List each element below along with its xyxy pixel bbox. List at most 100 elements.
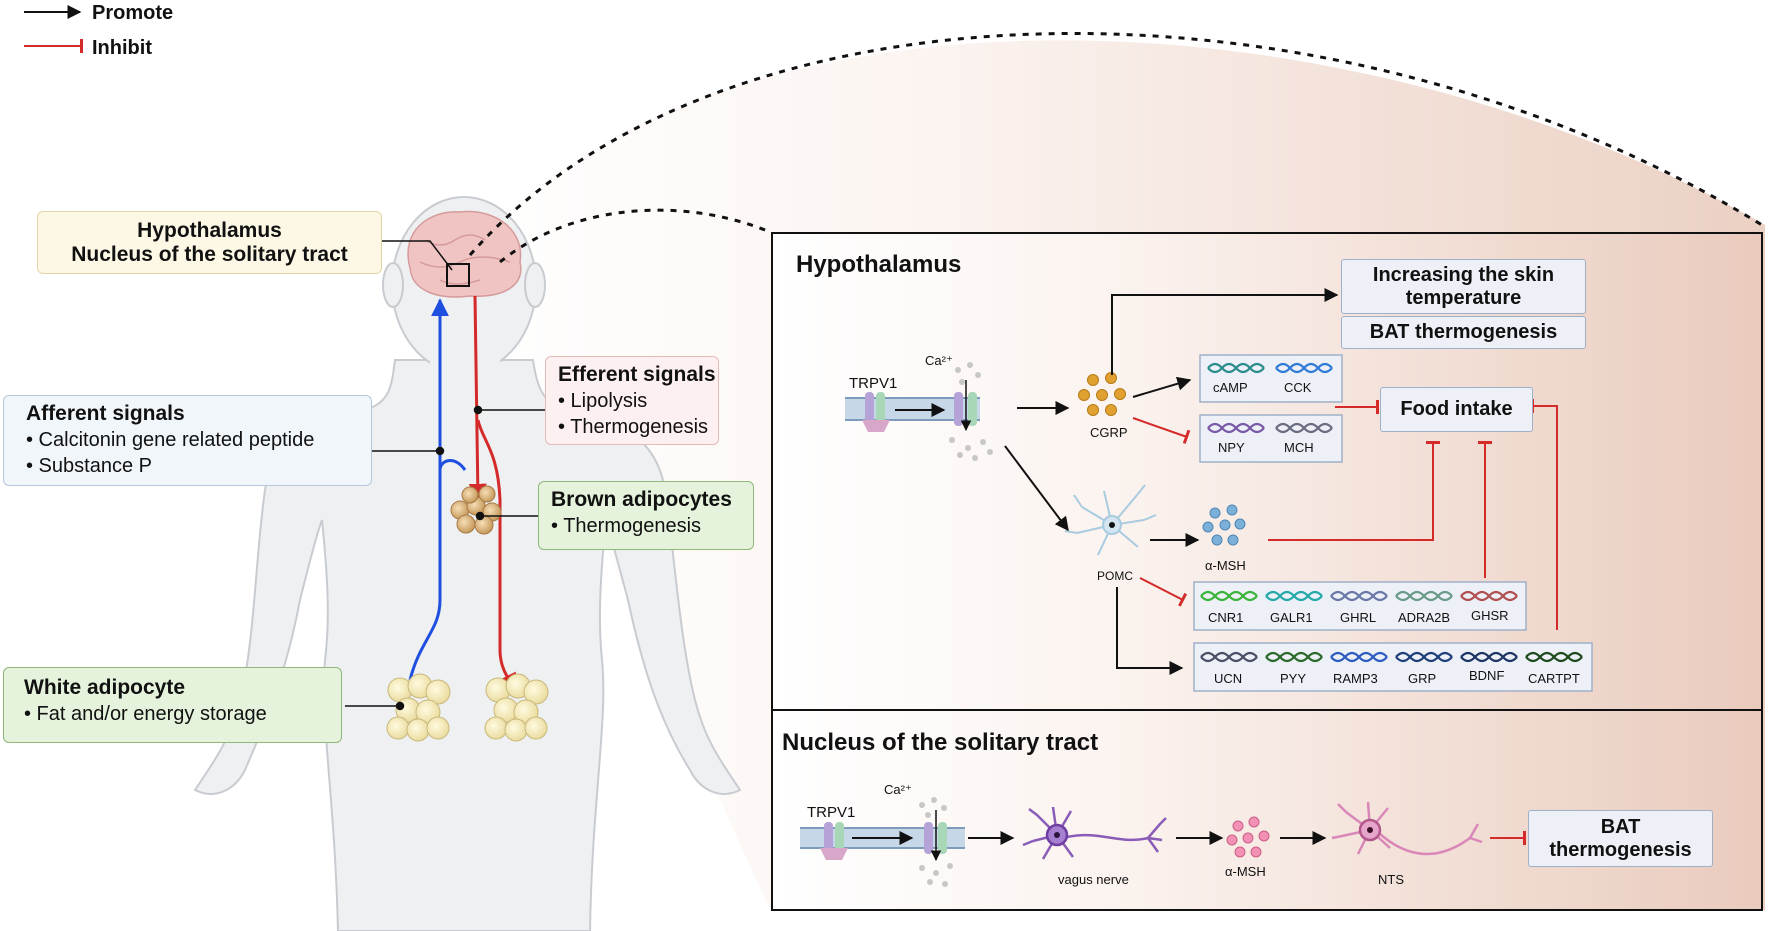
gene-label-cnr1: CNR1	[1208, 610, 1243, 625]
brown-title: Brown adipocytes	[551, 488, 732, 511]
dna-helix-icon	[1395, 590, 1453, 602]
brown-item: • Thermogenesis	[551, 515, 702, 537]
brain-icon	[407, 210, 522, 298]
white-adipocyte-right-icon	[484, 673, 549, 742]
pomc-label: POMC	[1097, 569, 1133, 583]
gene-label-mch: MCH	[1284, 440, 1314, 455]
gene-label-grp: GRP	[1408, 671, 1436, 686]
gene-box-up	[1199, 354, 1343, 403]
food-intake-box: Food intake	[1380, 387, 1533, 432]
hypo-inhibit-lines	[1132, 399, 1558, 630]
vagus-nerve-icon	[1022, 806, 1167, 860]
hypo-trpv1-label: TRPV1	[849, 375, 897, 392]
gene-box-inhib	[1193, 581, 1527, 631]
nts-amsh-label: α-MSH	[1225, 864, 1266, 879]
skin-temperature-label: Increasing the skin temperature	[1372, 264, 1555, 309]
afferent-item: • Calcitonin gene related peptide	[26, 429, 315, 451]
pomc-neuron-icon	[1064, 484, 1157, 556]
white-adipocyte-left-icon	[386, 673, 451, 742]
nts-amsh-icon	[1226, 816, 1270, 858]
dna-helix-icon	[1265, 590, 1323, 602]
hypothalamus-panel	[771, 232, 1763, 711]
dna-helix-icon	[1200, 590, 1258, 602]
afferent-title: Afferent signals	[26, 402, 185, 425]
dna-helix-icon	[1275, 422, 1333, 434]
nts-bat-thermogenesis-box: BAT thermogenesis	[1528, 810, 1713, 867]
afferent-callout: Afferent signals • Calcitonin gene relat…	[3, 395, 372, 486]
gene-label-galr1: GALR1	[1270, 610, 1313, 625]
gene-label-pyy: PYY	[1280, 671, 1306, 686]
brain-callout-title-2: Nucleus of the solitary tract	[71, 243, 348, 266]
gene-label-cartpt: CARTPT	[1528, 671, 1580, 686]
bat-thermogenesis-label: BAT thermogenesis	[1369, 321, 1558, 343]
skin-temperature-box: Increasing the skin temperature	[1341, 259, 1586, 314]
dna-helix-icon	[1200, 651, 1258, 663]
brown-adipocytes-callout: Brown adipocytes • Thermogenesis	[538, 481, 754, 550]
dna-helix-icon	[1275, 362, 1333, 374]
legend-promote-label: Promote	[92, 2, 173, 24]
cgrp-label: CGRP	[1090, 425, 1128, 440]
bat-thermogenesis-box: BAT thermogenesis	[1341, 316, 1586, 349]
efferent-item: • Lipolysis	[558, 390, 648, 412]
dna-helix-icon	[1525, 651, 1583, 663]
ca-ions	[949, 362, 993, 461]
nts-ca-label: Ca²⁺	[884, 782, 912, 797]
nts-membrane	[800, 810, 965, 862]
gene-box-down	[1199, 414, 1343, 463]
vagus-nerve-label: vagus nerve	[1058, 872, 1129, 887]
hypo-amsh-label: α-MSH	[1205, 558, 1246, 573]
gene-label-ghrl: GHRL	[1340, 610, 1376, 625]
hypo-promote-arrows	[1004, 288, 1339, 675]
efferent-title: Efferent signals	[558, 363, 716, 386]
dna-helix-icon	[1330, 590, 1388, 602]
hypothalamus-panel-title: Hypothalamus	[796, 251, 961, 278]
brain-region-marker	[446, 263, 470, 287]
dna-helix-icon	[1330, 651, 1388, 663]
white-title: White adipocyte	[24, 676, 186, 699]
gene-label-ramp3: RAMP3	[1333, 671, 1378, 686]
white-item: • Fat and/or energy storage	[24, 703, 267, 725]
nts-panel-title: Nucleus of the solitary tract	[782, 729, 1098, 756]
efferent-pathway	[468, 295, 487, 502]
trpv1-channel-open-icon	[954, 392, 977, 426]
nts-bat-thermogenesis-label: BAT thermogenesis	[1549, 816, 1692, 861]
nts-neuron-label: NTS	[1378, 872, 1404, 887]
brain-callout-title-1: Hypothalamus	[137, 219, 282, 242]
callout-leaders	[345, 240, 545, 711]
dna-helix-icon	[1207, 362, 1265, 374]
food-intake-label: Food intake	[1400, 398, 1513, 420]
trpv1-channel-closed-icon	[862, 392, 890, 432]
dna-helix-icon	[1395, 651, 1453, 663]
zoom-line-upper	[468, 32, 1763, 256]
legend-inhibit-label: Inhibit	[92, 37, 152, 59]
legend	[24, 5, 83, 53]
gene-label-adra2b: ADRA2B	[1398, 610, 1450, 625]
efferent-callout: Efferent signals • Lipolysis • Thermogen…	[545, 356, 719, 445]
gene-label-npy: NPY	[1218, 440, 1245, 455]
nts-neuron-icon	[1331, 801, 1483, 856]
cgrp-icon	[1078, 372, 1126, 416]
white-adipocyte-callout: White adipocyte • Fat and/or energy stor…	[3, 667, 342, 743]
afferent-pathway	[408, 459, 467, 681]
gene-label-bdnf: BDNF	[1469, 668, 1504, 683]
afferent-item: • Substance P	[26, 455, 152, 477]
nts-ca-ions	[919, 797, 953, 887]
gene-label-ucn: UCN	[1214, 671, 1242, 686]
gene-label-camp: cAMP	[1213, 380, 1248, 395]
hypo-membrane	[845, 380, 980, 432]
dna-helix-icon	[1460, 651, 1518, 663]
brain-callout: Hypothalamus Nucleus of the solitary tra…	[37, 211, 382, 274]
trpv1-channel-closed-icon	[820, 822, 848, 860]
amsh-icon	[1202, 504, 1246, 546]
nts-trpv1-label: TRPV1	[807, 804, 855, 821]
gene-box-prom	[1193, 642, 1593, 692]
efferent-item: • Thermogenesis	[558, 416, 709, 438]
hypo-ca-label: Ca²⁺	[925, 353, 953, 368]
brown-adipocytes-icon	[450, 485, 502, 535]
trpv1-channel-open-icon	[924, 822, 947, 854]
dna-helix-icon	[1460, 590, 1518, 602]
gene-label-ghsr: GHSR	[1471, 608, 1509, 623]
gene-label-cck: CCK	[1284, 380, 1312, 395]
dna-helix-icon	[1265, 651, 1323, 663]
